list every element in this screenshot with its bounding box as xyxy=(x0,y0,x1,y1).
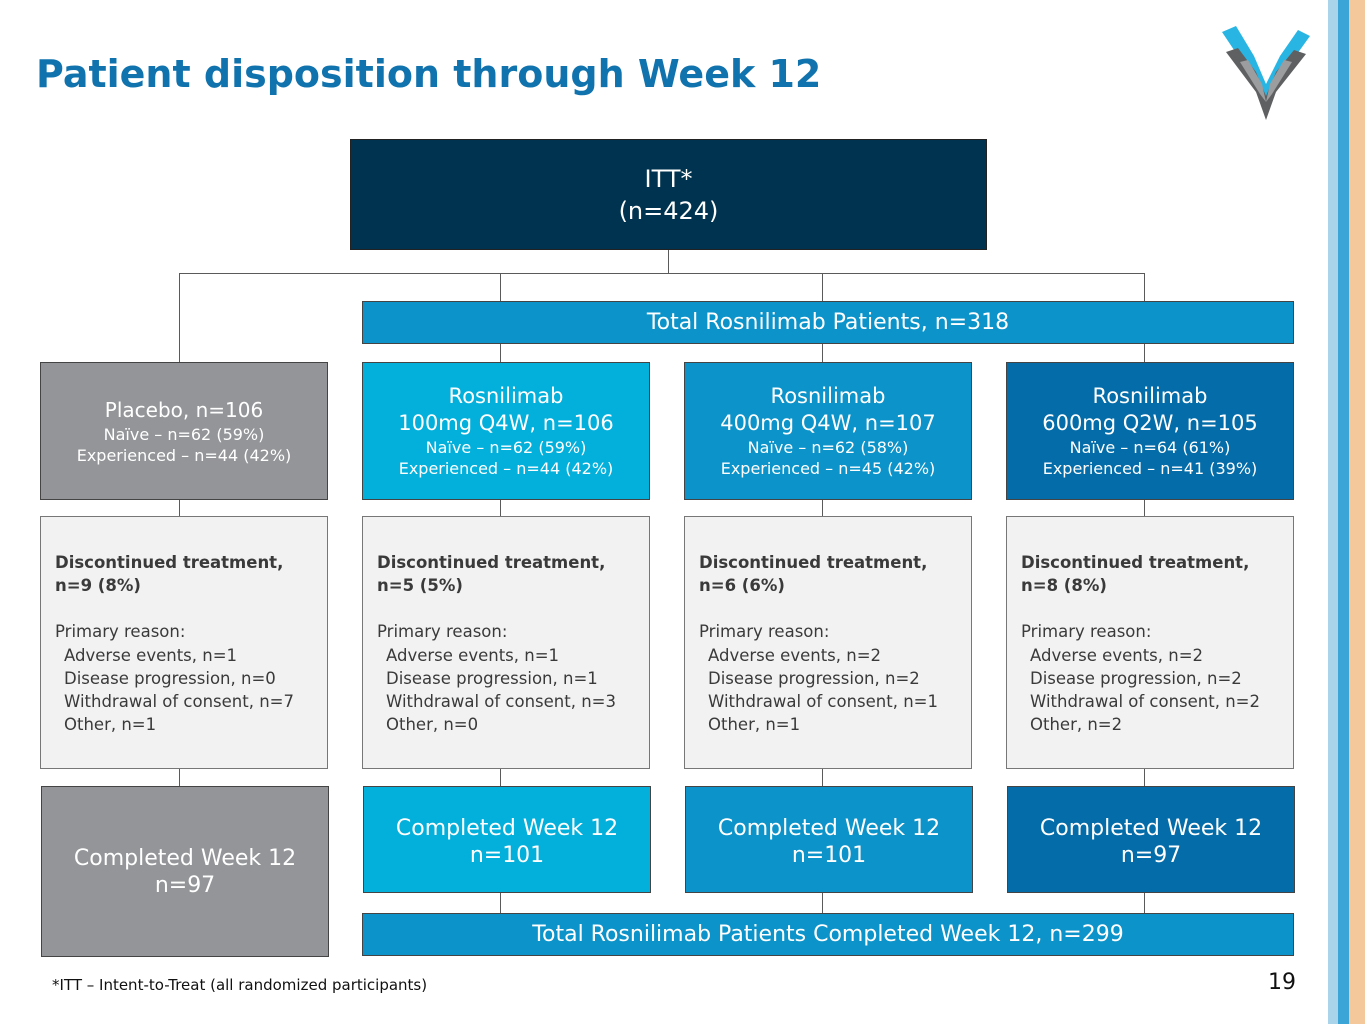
connector-line xyxy=(1144,273,1145,301)
reason-item: Disease progression, n=0 xyxy=(64,668,276,688)
reason-item: Withdrawal of consent, n=7 xyxy=(64,692,294,712)
connector-line xyxy=(1144,344,1145,362)
reason-item: Withdrawal of consent, n=3 xyxy=(386,692,616,712)
connector-line xyxy=(179,500,180,516)
discontinued-count: n=8 (8%) xyxy=(1021,576,1107,596)
primary-reason-label: Primary reason: xyxy=(699,622,830,642)
connector-line xyxy=(500,344,501,362)
discontinued-box-400mg: Discontinued treatment, n=6 (6%) Primary… xyxy=(684,516,972,769)
arm-name: Rosnilimab xyxy=(448,384,564,408)
completed-label: Completed Week 12 xyxy=(717,816,941,841)
total-completed-label: Total Rosnilimab Patients Completed Week… xyxy=(532,922,1124,947)
discontinued-heading: Discontinued treatment, xyxy=(1021,553,1250,572)
page-number: 19 xyxy=(1268,970,1296,995)
arm-experienced: Experienced – n=44 (42%) xyxy=(398,459,614,478)
completed-count: n=101 xyxy=(469,843,545,868)
arm-name: Rosnilimab xyxy=(770,384,886,408)
reason-item: Adverse events, n=1 xyxy=(386,645,560,665)
discontinued-heading: Discontinued treatment, xyxy=(55,553,284,572)
discontinued-heading: Discontinued treatment, xyxy=(699,553,928,572)
arm-name: Rosnilimab xyxy=(1092,384,1208,408)
arm-name: Placebo, n=106 xyxy=(104,398,264,422)
reason-item: Other, n=1 xyxy=(708,715,801,735)
arm-experienced: Experienced – n=45 (42%) xyxy=(720,459,936,478)
page-title: Patient disposition through Week 12 xyxy=(36,52,822,96)
primary-reason-label: Primary reason: xyxy=(377,622,508,642)
primary-reason-label: Primary reason: xyxy=(1021,622,1152,642)
connector-line xyxy=(1144,500,1145,516)
reason-item: Withdrawal of consent, n=2 xyxy=(1030,692,1260,712)
edge-stripe-light xyxy=(1328,0,1338,1024)
connector-line xyxy=(179,273,1145,274)
connector-line xyxy=(500,500,501,516)
reason-item: Adverse events, n=2 xyxy=(1030,645,1204,665)
reason-item: Disease progression, n=1 xyxy=(386,668,598,688)
itt-count: (n=424) xyxy=(618,196,719,225)
connector-line xyxy=(822,344,823,362)
reason-item: Adverse events, n=1 xyxy=(64,645,238,665)
chevron-v-logo-icon xyxy=(1218,22,1314,122)
arm-dose: 400mg Q4W, n=107 xyxy=(720,411,936,435)
reason-item: Disease progression, n=2 xyxy=(708,668,920,688)
arm-experienced: Experienced – n=44 (42%) xyxy=(76,446,292,465)
connector-line xyxy=(668,250,669,274)
reason-item: Other, n=2 xyxy=(1030,715,1123,735)
total-rosnilimab-label: Total Rosnilimab Patients, n=318 xyxy=(646,310,1010,335)
edge-stripe-blue xyxy=(1338,0,1349,1024)
completed-count: n=101 xyxy=(791,843,867,868)
arm-naive: Naïve – n=62 (58%) xyxy=(747,438,909,457)
connector-line xyxy=(822,273,823,301)
connector-line xyxy=(822,769,823,786)
completed-box-600mg: Completed Week 12 n=97 xyxy=(1007,786,1295,893)
connector-line xyxy=(500,893,501,914)
edge-stripe-orange xyxy=(1349,0,1365,1024)
arm-box-600mg: Rosnilimab 600mg Q2W, n=105 Naïve – n=64… xyxy=(1006,362,1294,500)
connector-line xyxy=(1144,769,1145,786)
itt-box: ITT* (n=424) xyxy=(350,139,987,250)
primary-reason-label: Primary reason: xyxy=(55,622,186,642)
arm-naive: Naïve – n=62 (59%) xyxy=(103,425,265,444)
connector-line xyxy=(500,273,501,301)
arm-box-400mg: Rosnilimab 400mg Q4W, n=107 Naïve – n=62… xyxy=(684,362,972,500)
completed-count: n=97 xyxy=(1120,843,1182,868)
reason-item: Adverse events, n=2 xyxy=(708,645,882,665)
completed-count: n=97 xyxy=(154,872,216,898)
arm-naive: Naïve – n=64 (61%) xyxy=(1069,438,1231,457)
arm-dose: 600mg Q2W, n=105 xyxy=(1042,411,1258,435)
completed-box-100mg: Completed Week 12 n=101 xyxy=(363,786,651,893)
discontinued-count: n=6 (6%) xyxy=(699,576,785,596)
arm-naive: Naïve – n=62 (59%) xyxy=(425,438,587,457)
connector-line xyxy=(500,769,501,786)
reason-item: Other, n=1 xyxy=(64,715,157,735)
connector-line xyxy=(822,500,823,516)
completed-label: Completed Week 12 xyxy=(395,816,619,841)
arm-box-100mg: Rosnilimab 100mg Q4W, n=106 Naïve – n=62… xyxy=(362,362,650,500)
discontinued-box-600mg: Discontinued treatment, n=8 (8%) Primary… xyxy=(1006,516,1294,769)
connector-line xyxy=(1144,893,1145,914)
reason-item: Other, n=0 xyxy=(386,715,479,735)
completed-box-400mg: Completed Week 12 n=101 xyxy=(685,786,973,893)
discontinued-box-placebo: Discontinued treatment, n=9 (8%) Primary… xyxy=(40,516,328,769)
footnote: *ITT – Intent-to-Treat (all randomized p… xyxy=(52,976,428,994)
total-rosnilimab-bar: Total Rosnilimab Patients, n=318 xyxy=(362,301,1294,344)
connector-line xyxy=(179,769,180,786)
discontinued-heading: Discontinued treatment, xyxy=(377,553,606,572)
discontinued-count: n=9 (8%) xyxy=(55,576,141,596)
arm-experienced: Experienced – n=41 (39%) xyxy=(1042,459,1258,478)
reason-item: Withdrawal of consent, n=1 xyxy=(708,692,938,712)
discontinued-box-100mg: Discontinued treatment, n=5 (5%) Primary… xyxy=(362,516,650,769)
connector-line xyxy=(179,273,180,362)
completed-label: Completed Week 12 xyxy=(1039,816,1263,841)
reason-item: Disease progression, n=2 xyxy=(1030,668,1242,688)
arm-dose: 100mg Q4W, n=106 xyxy=(398,411,614,435)
completed-label: Completed Week 12 xyxy=(73,845,297,871)
connector-line xyxy=(822,893,823,914)
itt-label: ITT* xyxy=(644,164,693,193)
completed-box-placebo: Completed Week 12 n=97 xyxy=(41,786,329,957)
total-completed-bar: Total Rosnilimab Patients Completed Week… xyxy=(362,913,1294,956)
arm-box-placebo: Placebo, n=106 Naïve – n=62 (59%) Experi… xyxy=(40,362,328,500)
discontinued-count: n=5 (5%) xyxy=(377,576,463,596)
